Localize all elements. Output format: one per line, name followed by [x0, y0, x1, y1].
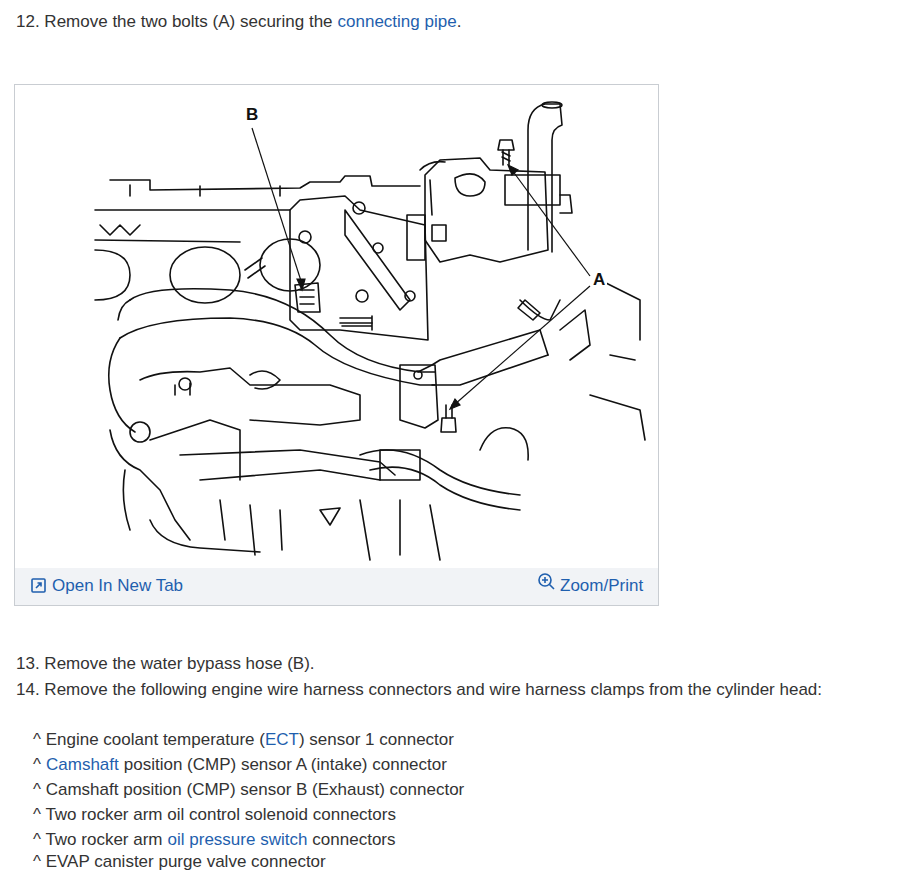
instruction-text: position (CMP) sensor A (intake) connect… — [124, 755, 447, 775]
text-line: ^Camshaftposition (CMP) sensor A (intake… — [33, 755, 447, 775]
text-line: ^ Engine coolant temperature (ECT) senso… — [33, 730, 454, 750]
button-label: Zoom/Print — [560, 576, 643, 596]
instruction-text: 14. Remove the following engine wire har… — [16, 680, 822, 700]
instruction-text: ^ Engine coolant temperature ( — [33, 730, 265, 750]
instruction-text: ^ Two rocker arm oil control solenoid co… — [33, 805, 396, 825]
text-line: 12. Remove the two bolts (A) securing th… — [16, 12, 461, 32]
instruction-text: connectors — [312, 830, 395, 850]
text-line: ^ Camshaft position (CMP) sensor B (Exha… — [33, 780, 464, 800]
text-line: 14. Remove the following engine wire har… — [16, 680, 822, 700]
link-text: oil pressure switch — [168, 830, 308, 850]
instruction-text: ^ Two rocker arm — [33, 830, 163, 850]
text-line: ^ Two rocker arm oil control solenoid co… — [33, 805, 396, 825]
text-line: ^ Two rocker armoil pressure switchconne… — [33, 830, 396, 850]
instruction-text: ^ Camshaft position (CMP) sensor B (Exha… — [33, 780, 464, 800]
text-line: 13. Remove the water bypass hose (B). — [16, 654, 315, 674]
text-line: ^ EVAP canister purge valve connector — [33, 852, 326, 872]
link-text: ECT — [265, 730, 299, 750]
instruction-text: . — [457, 12, 462, 32]
instruction-text: ) sensor 1 connector — [299, 730, 454, 750]
callout-letter: A — [591, 271, 607, 289]
instruction-text: ^ EVAP canister purge valve connector — [33, 852, 326, 872]
callout-letter: B — [244, 106, 260, 124]
instruction-text: ^ — [33, 755, 41, 775]
instruction-text: 13. Remove the water bypass hose (B). — [16, 654, 315, 674]
link-text: connecting pipe — [338, 12, 457, 32]
instruction-text: 12. Remove the two bolts (A) securing th… — [16, 12, 333, 32]
link-text: Camshaft — [46, 755, 119, 775]
button-label: Open In New Tab — [52, 576, 183, 596]
